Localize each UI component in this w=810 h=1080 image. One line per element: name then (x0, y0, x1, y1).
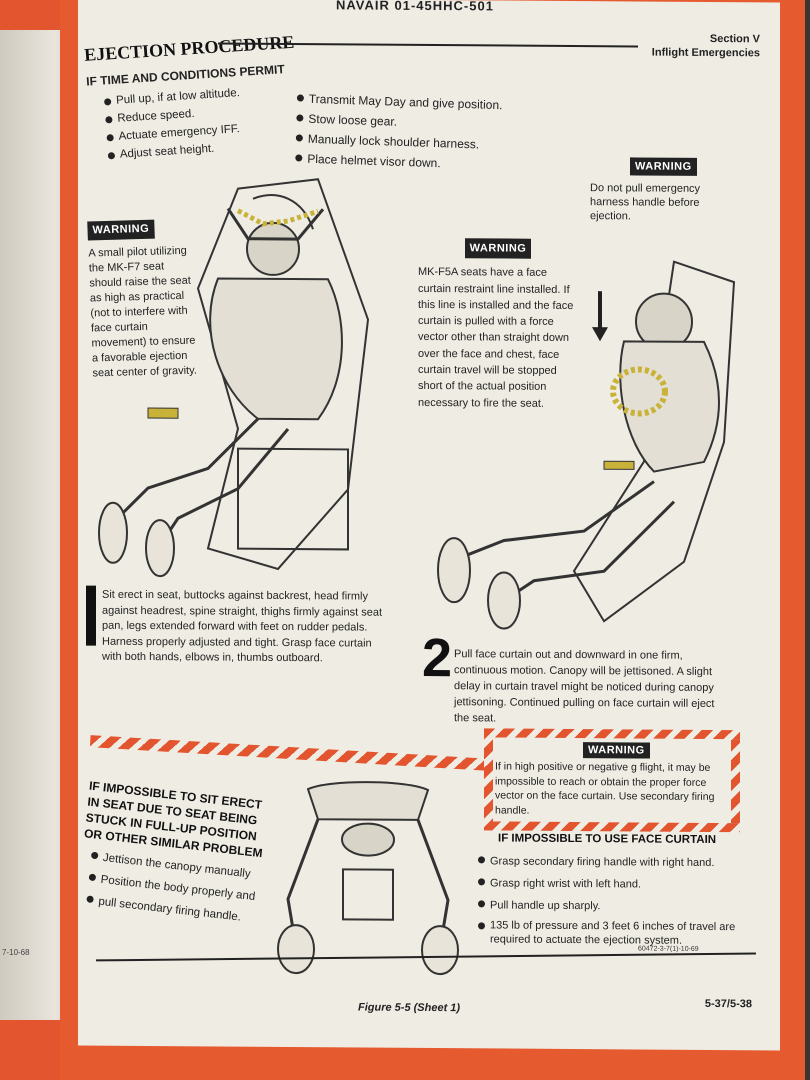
list-item: Grasp secondary firing handle with right… (478, 852, 748, 873)
warning-high-g-box: WARNING If in high positive or negative … (484, 728, 740, 833)
page-title: EJECTION PROCEDURE (83, 31, 295, 65)
warning-text: A small pilot utilizing the MK-F7 seat s… (88, 244, 198, 380)
pre-steps-left: Pull up, if at low altitude. Reduce spee… (104, 86, 245, 166)
section-label: Section V Inflight Emergencies (652, 32, 760, 61)
hazard-stripe (89, 735, 491, 771)
step-1-text: Sit erect in seat, buttocks against back… (102, 588, 383, 665)
warning-badge: WARNING (87, 219, 155, 241)
impossible-erect-list: Jettison the canopy manually Position th… (85, 848, 281, 935)
subsection-name: Inflight Emergencies (651, 46, 760, 60)
impossible-erect-heading: IF IMPOSSIBLE TO SIT ERECT IN SEAT DUE T… (83, 778, 264, 861)
impossible-curtain-heading: IF IMPOSSIBLE TO USE FACE CURTAIN (498, 832, 717, 847)
figure-caption: Figure 5-5 (Sheet 1) (358, 1001, 461, 1015)
page-number: 5-37/5-38 (704, 997, 752, 1011)
warning-text: If in high positive or negative g flight… (495, 760, 715, 817)
warning-badge: WARNING (630, 157, 697, 176)
list-item: 135 lb of pressure and 3 feet 6 inches o… (478, 918, 748, 948)
warning-text: Do not pull emergency harness handle bef… (590, 182, 701, 223)
pilot-lap-illustration (277, 781, 459, 976)
left-page-note: 7-10-68 (2, 948, 30, 957)
document-id: NAVAIR 01-45HHC-501 (336, 0, 494, 14)
step-1: Sit erect in seat, buttocks against back… (86, 585, 386, 668)
step-2: 2 Pull face curtain out and downward in … (422, 627, 732, 728)
impossible-curtain-list: Grasp secondary firing handle with right… (478, 852, 748, 951)
warning-small-pilot: WARNING A small pilot utilizing the MK-F… (87, 219, 199, 382)
step-1-bar (86, 585, 96, 646)
warning-badge: WARNING (583, 742, 650, 759)
manual-page: NAVAIR 01-45HHC-501 Section V Inflight E… (78, 0, 780, 1051)
figure-number: 60472-3-7(1)-10-69 (638, 945, 699, 953)
list-item: Grasp right wrist with left hand. (478, 874, 748, 895)
left-page-orange-tab (0, 0, 70, 30)
step-2-text: Pull face curtain out and downward in on… (454, 648, 715, 725)
list-item: Pull handle up sharply. (478, 896, 748, 917)
pilot-seat-illustration-2 (437, 260, 736, 630)
step-2-number: 2 (422, 627, 453, 689)
section-name: Section V (709, 32, 760, 46)
pilot-seat-illustration-1 (98, 178, 370, 578)
warning-harness: WARNING Do not pull emergency harness ha… (590, 157, 740, 224)
pre-steps-right: Transmit May Day and give position. Stow… (295, 90, 503, 177)
conditions-heading: IF TIME AND CONDITIONS PERMIT (85, 62, 286, 89)
